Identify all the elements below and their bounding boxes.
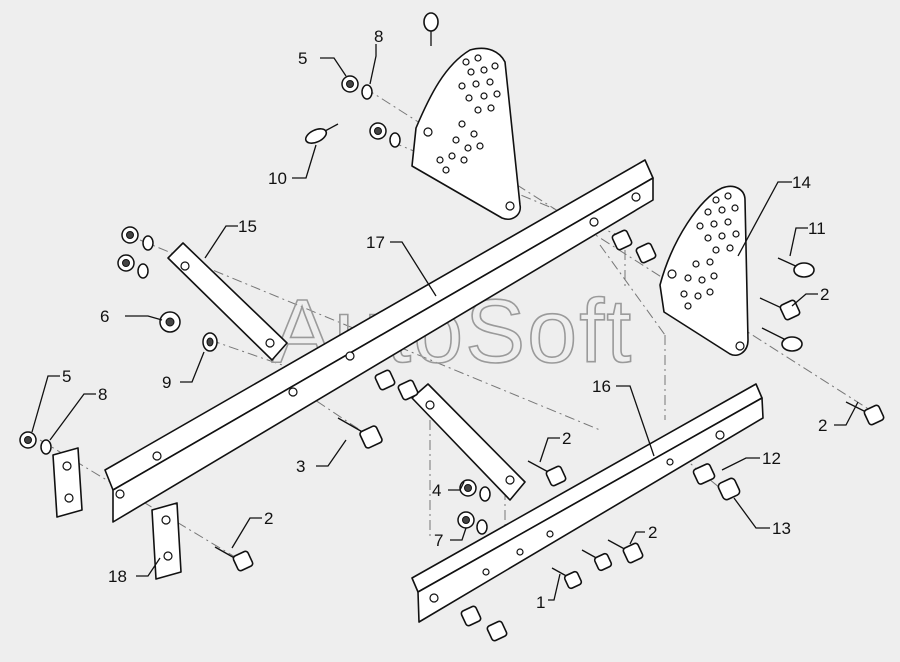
callout-1: 1: [536, 593, 545, 612]
part-14-bracket-plate: [659, 185, 749, 356]
callout-13: 13: [772, 519, 791, 538]
callout-2-lower: 2: [648, 523, 657, 542]
callout-5-top: 5: [298, 49, 307, 68]
part-15-plate: [167, 242, 288, 361]
callout-8-top: 8: [374, 27, 383, 46]
bolt-right-bottom: [761, 327, 803, 352]
bolt-2-right-top: [759, 297, 801, 321]
callout-2-mid: 2: [562, 429, 571, 448]
callout-16: 16: [592, 377, 611, 396]
callout-numbers: 5 8 10 15 17 14 11 2 6 9 5 8 16 2 3 2 4 …: [62, 27, 829, 612]
callout-10: 10: [268, 169, 287, 188]
upper-bracket-holes: [423, 54, 515, 211]
bolt-11: [777, 257, 815, 278]
callout-2-left: 2: [264, 509, 273, 528]
part-10-pin: [304, 123, 339, 144]
callout-17: 17: [366, 233, 385, 252]
callout-9: 9: [162, 373, 171, 392]
callout-7: 7: [434, 531, 443, 550]
bolt-3: [337, 417, 383, 449]
bolt-2-left: [214, 546, 254, 572]
callout-leaders: [31, 44, 859, 601]
hardware-bolts: [214, 257, 885, 590]
callout-8-left: 8: [98, 385, 107, 404]
callout-18: 18: [108, 567, 127, 586]
callout-15: 15: [238, 217, 257, 236]
hardware-spacers: [374, 229, 741, 642]
part-16-bar: [411, 383, 764, 623]
callout-6: 6: [100, 307, 109, 326]
callout-4: 4: [432, 481, 441, 500]
lower-link-plate: [411, 383, 526, 501]
callout-2-right: 2: [820, 285, 829, 304]
bolt-lower-a: [581, 549, 613, 572]
upper-bracket-plate: [411, 47, 522, 220]
callout-11: 11: [808, 219, 826, 238]
callout-3: 3: [296, 457, 305, 476]
hardware-nuts: [19, 75, 491, 535]
bolt-lower-b: [607, 539, 644, 564]
bolt-2-far-right: [845, 401, 885, 426]
callout-14: 14: [792, 173, 811, 192]
part-17-bar: [104, 159, 654, 523]
bolt-1: [551, 567, 583, 590]
callout-2-far-right: 2: [818, 416, 827, 435]
callout-12: 12: [762, 449, 781, 468]
bolt-2-mid: [527, 460, 567, 487]
pin-top: [423, 12, 439, 46]
right-bracket-holes: [667, 192, 745, 351]
callout-5-left: 5: [62, 367, 71, 386]
